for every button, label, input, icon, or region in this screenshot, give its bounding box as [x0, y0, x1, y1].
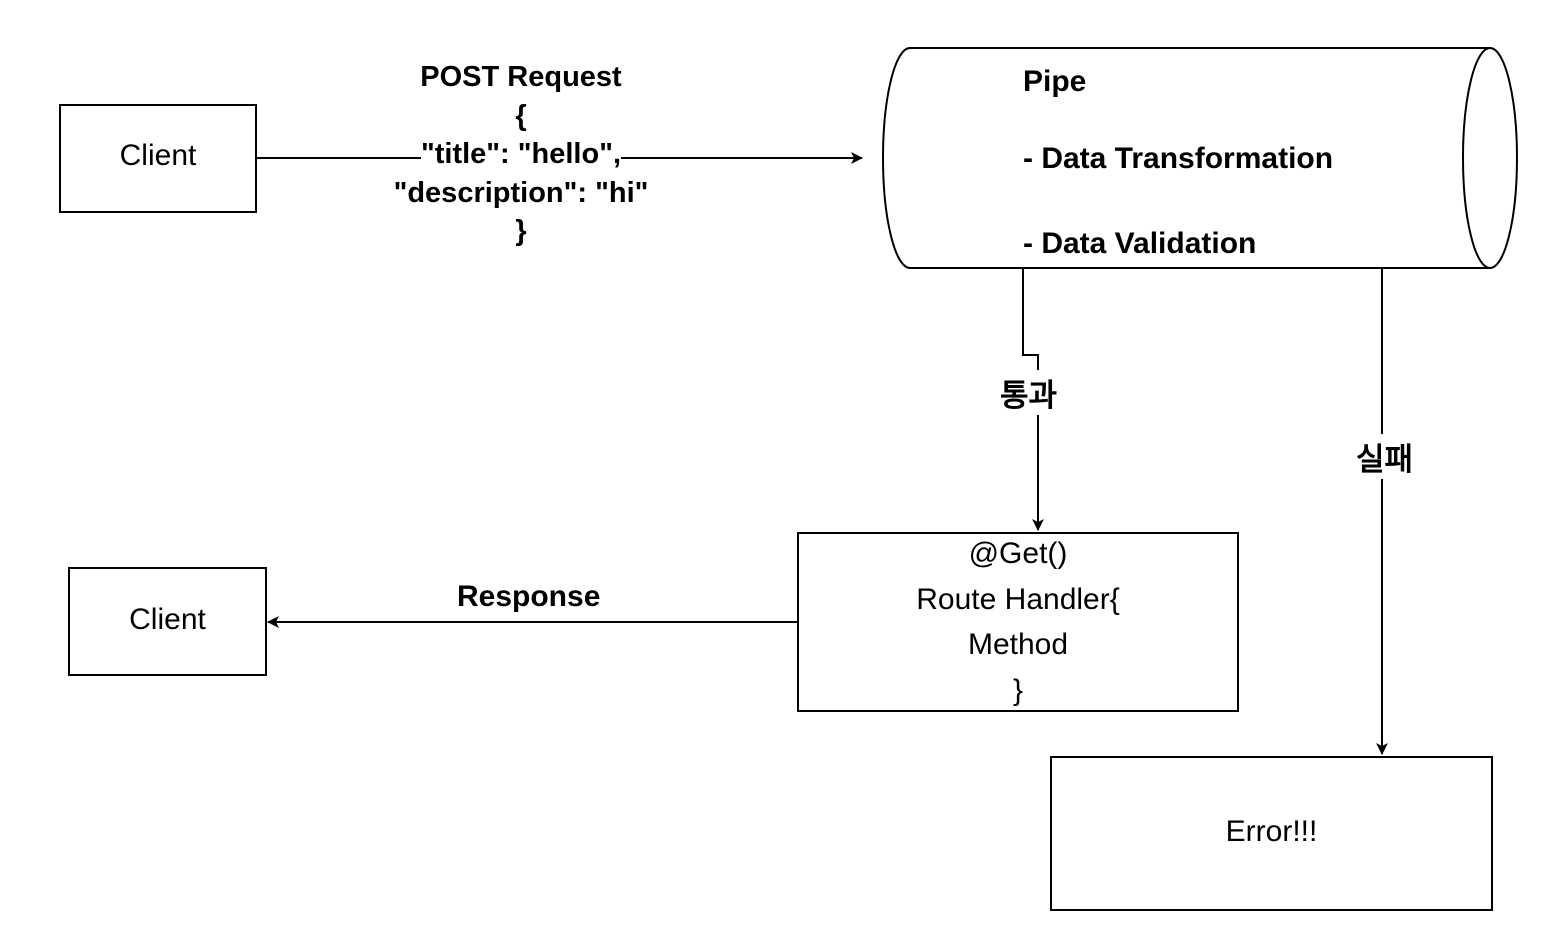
request-line-title: "title": "hello", — [421, 135, 621, 174]
error-box — [1050, 756, 1493, 911]
pipe-item-transformation: - Data Transformation — [1023, 142, 1334, 175]
client-top-box — [59, 104, 257, 213]
client-top-label: Client — [119, 139, 197, 172]
request-line-close: } — [515, 215, 527, 247]
handler-line-method: Method — [967, 628, 1069, 661]
pass-label: 통과 — [998, 370, 1060, 415]
route-handler-label: @Get() Route Handler{ Method } — [798, 531, 1238, 713]
handler-line-name: Route Handler{ — [916, 582, 1120, 616]
request-line-method: POST Request — [420, 61, 622, 93]
response-label: Response — [455, 580, 603, 614]
request-line-open: { — [515, 99, 527, 132]
fail-label: 실패 — [1354, 434, 1416, 479]
client-bottom-label: Client — [129, 603, 206, 636]
error-label: Error!!! — [1225, 815, 1318, 848]
handler-line-decorator: @Get() — [968, 537, 1068, 570]
client-bottom-box — [68, 567, 267, 676]
handler-line-close: } — [1012, 673, 1024, 707]
pipe-title: Pipe — [1023, 65, 1087, 98]
request-line-description: "description": "hi" — [393, 176, 649, 209]
pipe-item-validation: - Data Validation — [1023, 227, 1257, 260]
pipe-cylinder-rim — [1462, 47, 1491, 269]
request-label: POST Request { "title": "hello", "descri… — [370, 58, 672, 251]
pass-arrow — [1022, 269, 1044, 531]
